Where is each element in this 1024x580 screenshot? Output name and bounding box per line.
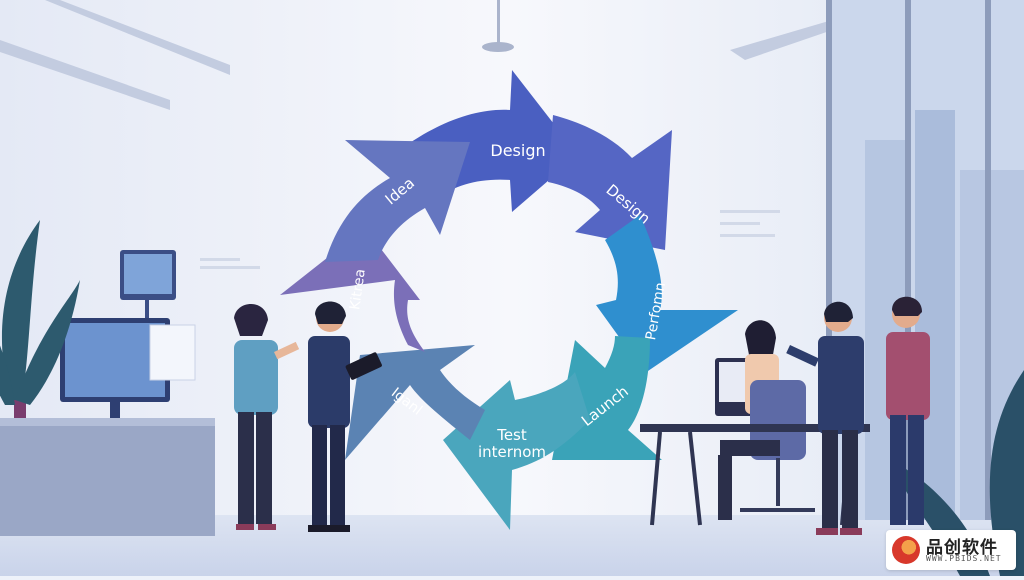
process-cycle [280,70,738,530]
person-man-tablet [308,301,382,532]
watermark-logo-icon [892,536,920,564]
left-plant [0,220,80,405]
cycle-arrow-perform [596,215,738,373]
cycle-arrow-idea [325,140,470,262]
person-woman-seated [715,320,815,520]
cycle-arrow-design-right [548,115,672,250]
watermark-url: WWW.PBIDS.NET [926,554,1002,563]
label-kitrea: Kitrea [347,268,369,311]
person-man-pointing [786,301,864,535]
watermark-title: 品创软件 [926,538,998,558]
person-man-right [886,296,930,525]
cycle-arrow-iganl [345,345,485,460]
left-workstation [0,250,215,536]
wall-text-lines [200,210,780,269]
person-woman-left [234,304,300,530]
watermark-badge: 品创软件 WWW.PBIDS.NET [886,530,1016,570]
label-design-top: Design [490,141,545,160]
